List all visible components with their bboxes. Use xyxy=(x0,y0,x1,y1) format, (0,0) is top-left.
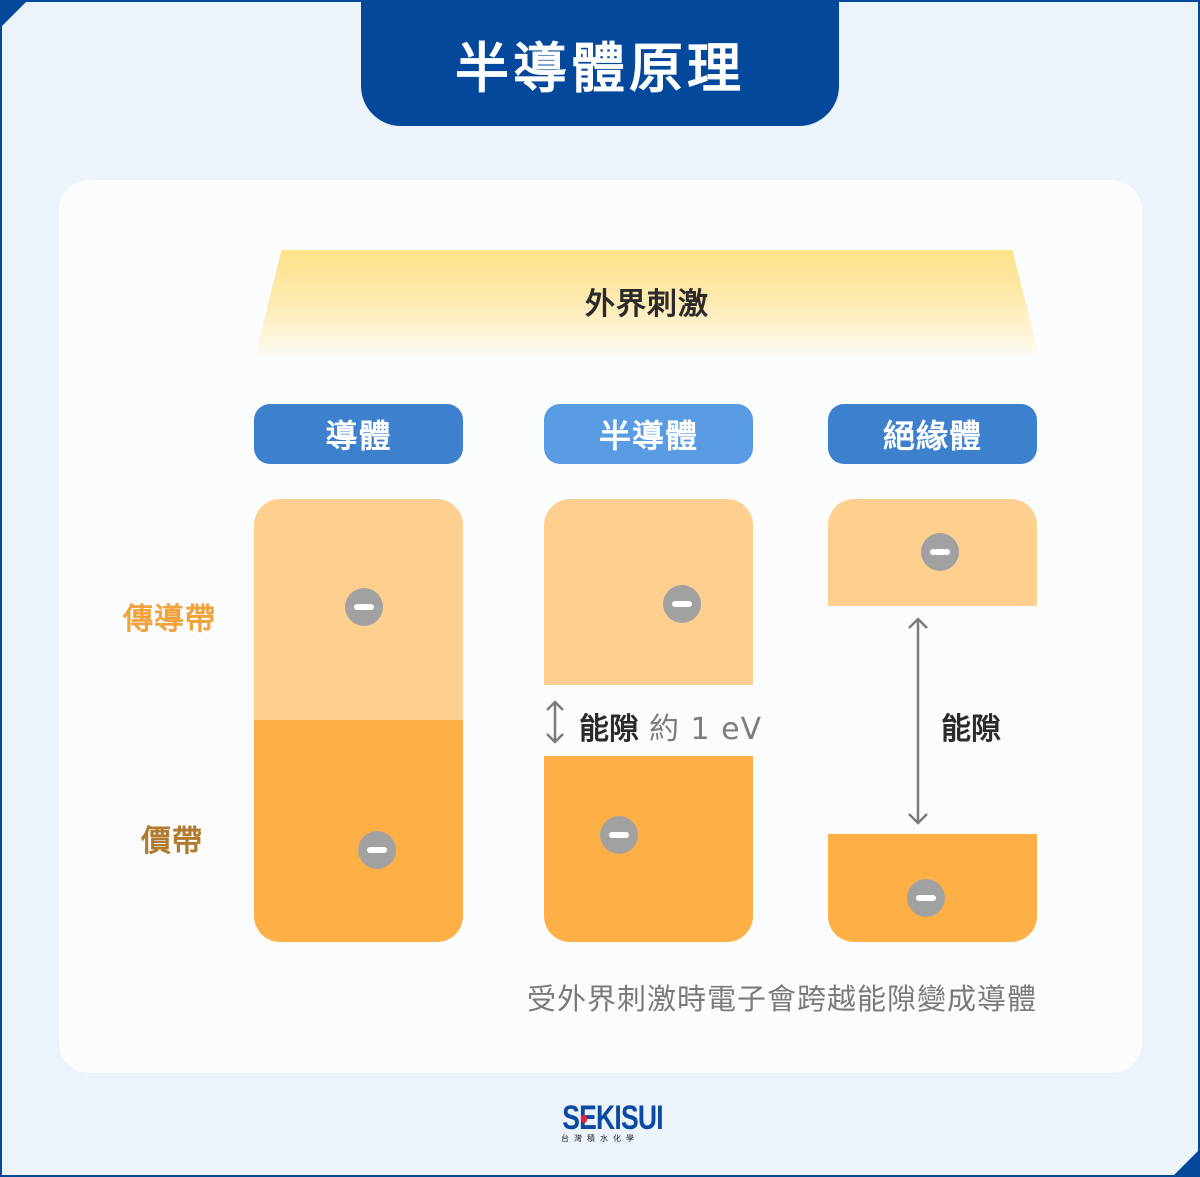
external-stimulus-banner: 外界刺激 xyxy=(254,250,1040,360)
gap-label-text: 能隙 xyxy=(579,712,639,747)
semiconductor-conduction-band xyxy=(544,499,753,685)
logo-wordmark: SEKISUI xyxy=(562,1101,663,1135)
sekisui-logo: SEKISUI 台灣積水化學 xyxy=(548,1101,664,1144)
logo-subtext: 台灣積水化學 xyxy=(561,1134,639,1143)
double-arrow-icon xyxy=(546,700,564,744)
conduction-band-label: 傳導帶 xyxy=(123,602,216,637)
column-label-semiconductor: 半導體 xyxy=(544,404,753,464)
semiconductor-gap-label: 能隙約 1 eV xyxy=(579,704,762,748)
column-label-conductor: 導體 xyxy=(254,404,463,464)
conductor-valence-band xyxy=(254,720,463,942)
semiconductor-valence-band xyxy=(544,756,753,942)
page-title: 半導體原理 xyxy=(455,36,745,100)
column-label-text: 半導體 xyxy=(598,417,698,455)
insulator-gap-label: 能隙 xyxy=(941,712,1001,747)
column-label-insulator: 絕緣體 xyxy=(828,404,1037,464)
title-banner: 半導體原理 xyxy=(361,0,839,126)
electron-icon xyxy=(358,831,396,869)
electron-icon xyxy=(345,588,383,626)
double-arrow-icon xyxy=(908,617,928,825)
logo-text: SEKISUI xyxy=(562,1099,663,1137)
electron-icon xyxy=(663,585,701,623)
stimulus-label: 外界刺激 xyxy=(585,287,709,322)
column-label-text: 導體 xyxy=(325,417,392,455)
gap-value-text: 約 1 eV xyxy=(649,712,763,747)
electron-icon xyxy=(921,533,959,571)
caption-text: 受外界刺激時電子會跨越能隙變成導體 xyxy=(527,982,1038,1016)
electron-icon xyxy=(600,816,638,854)
corner-decoration-bottom-right xyxy=(1172,1149,1200,1177)
logo-red-dot xyxy=(580,1115,588,1123)
corner-decoration-top-left xyxy=(0,0,28,28)
valence-band-label: 價帶 xyxy=(141,824,203,859)
electron-icon xyxy=(907,879,945,917)
column-label-text: 絕緣體 xyxy=(882,417,982,455)
